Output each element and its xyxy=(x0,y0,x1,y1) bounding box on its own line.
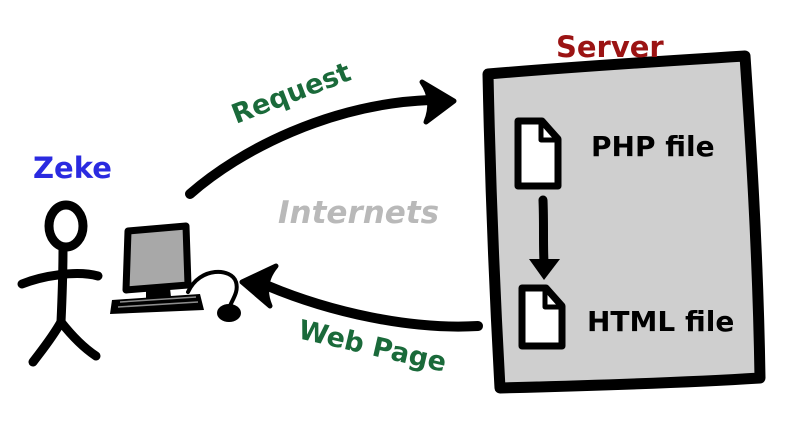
request-arrow xyxy=(185,79,457,199)
network-label: Internets xyxy=(278,195,439,231)
monitor xyxy=(122,222,192,294)
php-file-label: PHP file xyxy=(591,130,715,163)
process-arrow xyxy=(529,195,560,280)
mouse-cable xyxy=(186,269,239,308)
php-file-icon xyxy=(514,117,562,190)
html-file-icon xyxy=(518,284,566,350)
mouse xyxy=(217,304,241,322)
user-label: Zeke xyxy=(33,151,112,185)
server-label: Server xyxy=(556,30,664,64)
stick-figure-icon xyxy=(17,200,103,367)
html-file-label: HTML file xyxy=(587,305,734,338)
monitor-stand xyxy=(146,288,171,299)
response-arrow xyxy=(239,263,483,332)
computer-icon xyxy=(110,222,241,322)
